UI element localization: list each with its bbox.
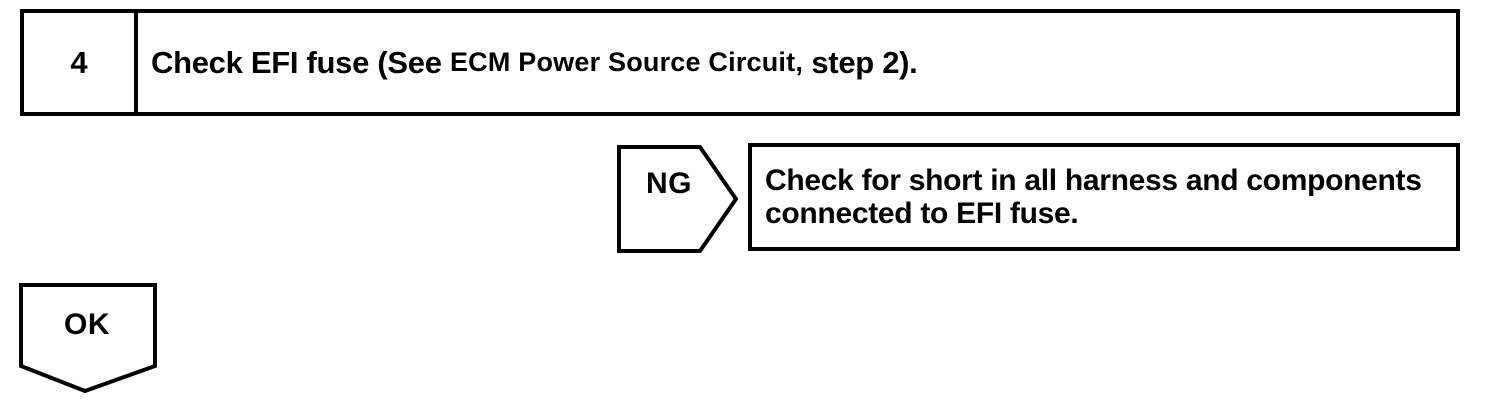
- step-instruction: Check EFI fuse (See ECM Power Source Cir…: [138, 13, 1456, 112]
- instruction-prefix: Check EFI fuse (See: [151, 44, 450, 80]
- ok-label: OK: [64, 308, 110, 341]
- ng-pentagon-shape: [617, 145, 739, 253]
- ng-pentagon-icon: [617, 145, 739, 253]
- step-number-cell: 4: [24, 13, 138, 112]
- instruction-reference: ECM Power Source Circuit,: [449, 47, 804, 77]
- ng-action-line2: connected to EFI fuse.: [765, 197, 1079, 230]
- step-number: 4: [70, 44, 88, 80]
- step-box: 4 Check EFI fuse (See ECM Power Source C…: [20, 9, 1460, 116]
- ok-pentagon-icon: [19, 283, 157, 394]
- instruction-suffix: step 2).: [803, 44, 918, 80]
- ng-action-line1: Check for short in all harness and compo…: [765, 164, 1422, 197]
- ok-pentagon-shape: [19, 283, 157, 394]
- ng-connector: NG: [617, 145, 739, 253]
- ok-connector: OK: [19, 283, 158, 394]
- ng-action-box: Check for short in all harness and compo…: [748, 143, 1460, 251]
- ng-label: NG: [646, 167, 692, 200]
